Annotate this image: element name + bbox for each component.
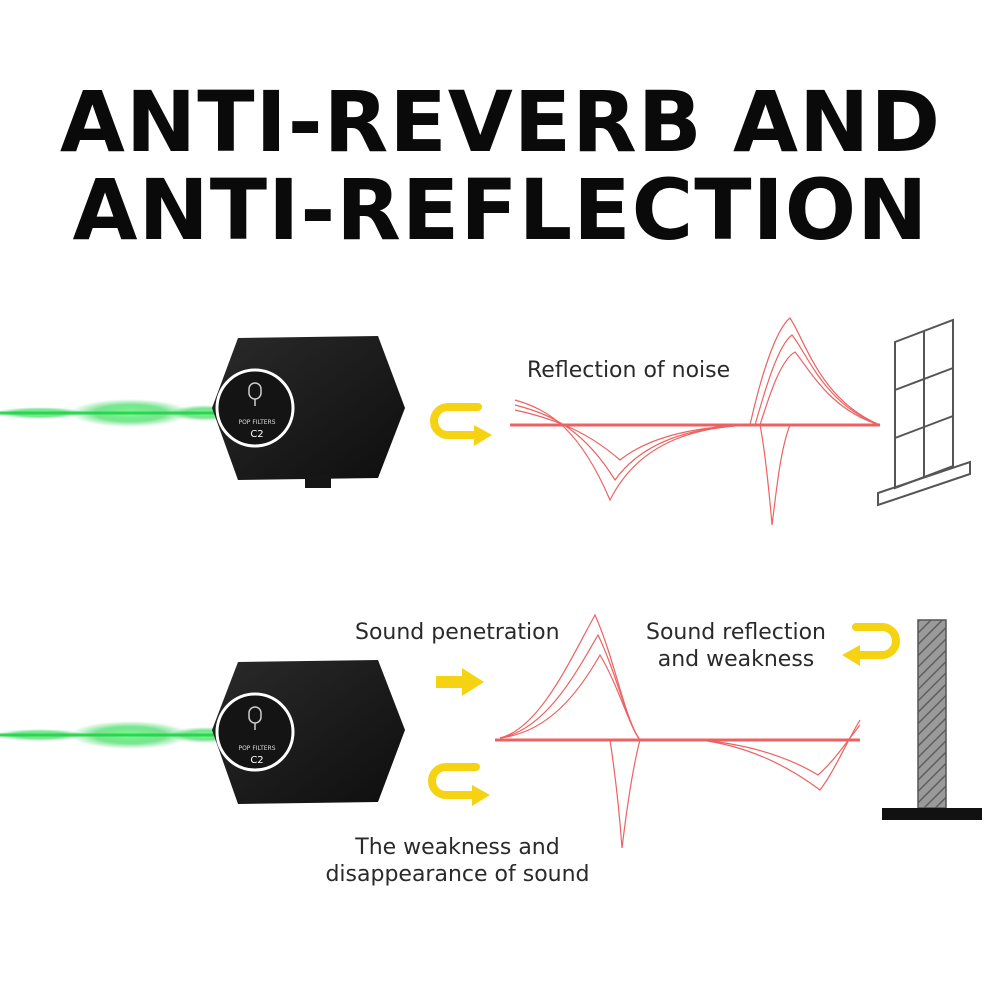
microphone-icon (248, 382, 262, 406)
u-turn-arrow-icon-left (842, 623, 900, 666)
bottom-red-wave (495, 613, 861, 849)
top-red-reflected-wave (510, 317, 881, 526)
bottom-green-sound-wave (0, 721, 248, 749)
reflection-of-noise-label: Reflection of noise (527, 358, 731, 383)
right-arrow-icon (436, 668, 484, 696)
headline-line-1: ANTI-REVERB AND (59, 73, 942, 171)
device-model-text: C2 (250, 429, 263, 440)
window-icon (877, 318, 971, 507)
microphone-icon (248, 706, 262, 730)
sound-penetration-label: Sound penetration (355, 620, 560, 645)
sound-reflection-label-line-2: and weakness (657, 647, 815, 672)
u-turn-arrow-icon (430, 403, 492, 446)
device-model-text: C2 (250, 755, 263, 766)
wall-icon (882, 619, 982, 820)
headline-line-2: ANTI-REFLECTION (72, 161, 929, 259)
device-brand-text: POP FILTERS (238, 745, 275, 752)
weakness-label-line-1: The weakness and (355, 835, 560, 860)
top-foam-filter: POP FILTERS C2 (212, 336, 405, 488)
top-green-sound-wave (0, 399, 248, 427)
sound-reflection-label-line-1: Sound reflection (646, 620, 826, 645)
bottom-foam-filter: POP FILTERS C2 (212, 660, 405, 804)
sound-reflection-label: Sound reflection and weakness (636, 619, 836, 673)
device-brand-text: POP FILTERS (238, 419, 275, 426)
u-turn-arrow-icon (428, 763, 490, 806)
weakness-label-line-2: disappearance of sound (325, 862, 590, 887)
weakness-label: The weakness and disappearance of sound (320, 834, 595, 888)
